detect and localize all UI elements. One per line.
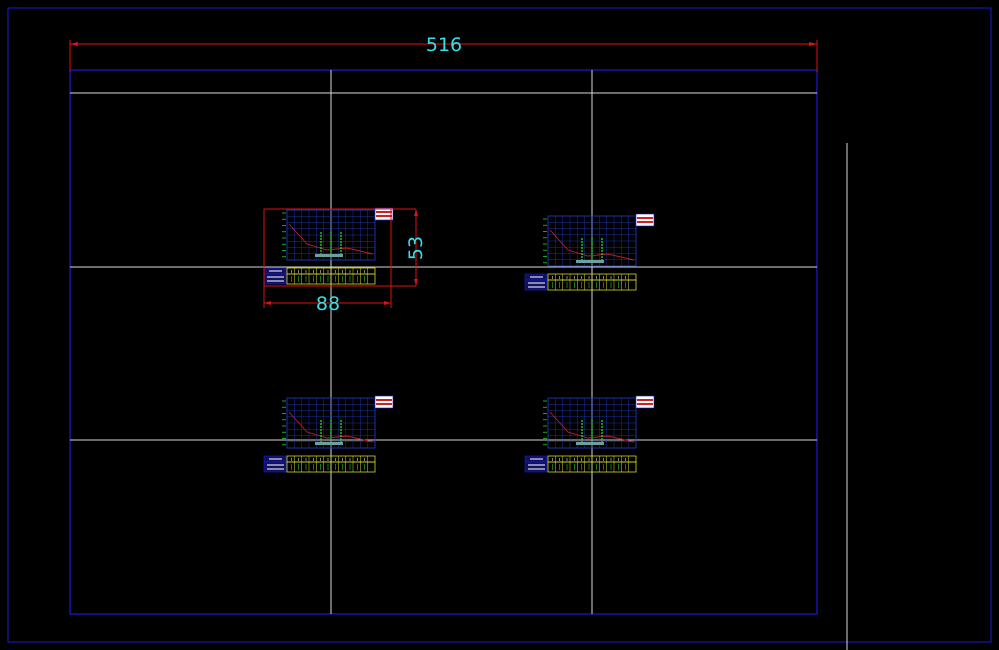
title-block (374, 395, 394, 409)
cross-section-bottom-right[interactable] (524, 395, 655, 473)
existing-ground-line (549, 229, 635, 261)
proposed-slab (315, 442, 343, 445)
dimension-section-width-label: 88 (316, 293, 340, 315)
cross-section-bottom-left[interactable] (263, 395, 394, 473)
dimension-section-height-label: 53 (405, 236, 427, 260)
title-block (374, 207, 394, 221)
elevation-label-box (524, 461, 548, 473)
existing-ground-line (288, 223, 374, 255)
elevation-label-box (524, 279, 548, 291)
outer-sheet-frame (7, 7, 992, 643)
construction-grid (70, 70, 848, 650)
title-block (635, 395, 655, 409)
elevation-label-box (263, 461, 287, 473)
proposed-slab (576, 442, 604, 445)
existing-ground-line (549, 411, 635, 443)
proposed-slab (576, 260, 604, 263)
dimension-section-box[interactable]: 53 88 (263, 208, 427, 315)
cross-section-top-right[interactable] (524, 213, 655, 291)
dimension-overall-width[interactable]: 516 (69, 34, 818, 72)
title-block (635, 213, 655, 227)
selected-section-outline (263, 208, 392, 287)
cross-section-top-left[interactable] (263, 207, 394, 285)
existing-ground-line (288, 411, 374, 443)
elevation-label-box (263, 273, 287, 285)
sections-layer (263, 207, 655, 473)
proposed-slab (315, 254, 343, 257)
layout-frame (69, 69, 818, 615)
dimension-overall-width-label: 516 (426, 34, 462, 56)
